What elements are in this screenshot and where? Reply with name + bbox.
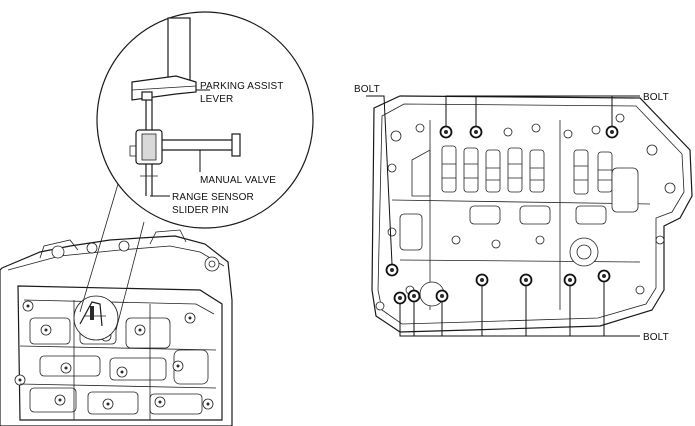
parking-assist-lever-label-1: PARKING ASSIST	[200, 81, 283, 92]
bolt-marker	[439, 125, 453, 139]
magnified-detail-circle	[96, 11, 314, 229]
bolt-marker	[435, 289, 449, 303]
bolt-marker	[469, 125, 483, 139]
bolt-marker	[563, 273, 577, 287]
parking-assist-lever-label-2: LEVER	[200, 94, 233, 105]
bolt-leader-bottom-right	[399, 282, 640, 337]
bolt-marker	[519, 273, 533, 287]
bolt-marker	[393, 291, 407, 305]
range-sensor-slider-pin-label-2: SLIDER PIN	[172, 205, 229, 216]
magnify-leader-right	[115, 221, 145, 331]
range-sensor-slider-pin-label-1: RANGE SENSOR	[172, 192, 254, 203]
bolt-leader-top-left	[366, 95, 393, 265]
bolt-label-bottom-right: BOLT	[643, 332, 669, 343]
bolt-marker	[597, 269, 611, 283]
bolt-marker	[407, 289, 421, 303]
bolt-label-top-left: BOLT	[354, 84, 380, 95]
bolt-marker	[475, 273, 489, 287]
bolt-marker	[385, 263, 399, 277]
bolt-label-top-right: BOLT	[643, 92, 669, 103]
detail-focus-circle	[73, 295, 119, 341]
bolt-leader-top-right	[445, 95, 640, 126]
bolt-marker	[605, 125, 619, 139]
valve-body-illustration	[371, 95, 693, 333]
highlighted-bolts	[385, 125, 619, 305]
manual-valve-label: MANUAL VALVE	[200, 175, 276, 186]
magnify-leader-left	[79, 183, 119, 313]
